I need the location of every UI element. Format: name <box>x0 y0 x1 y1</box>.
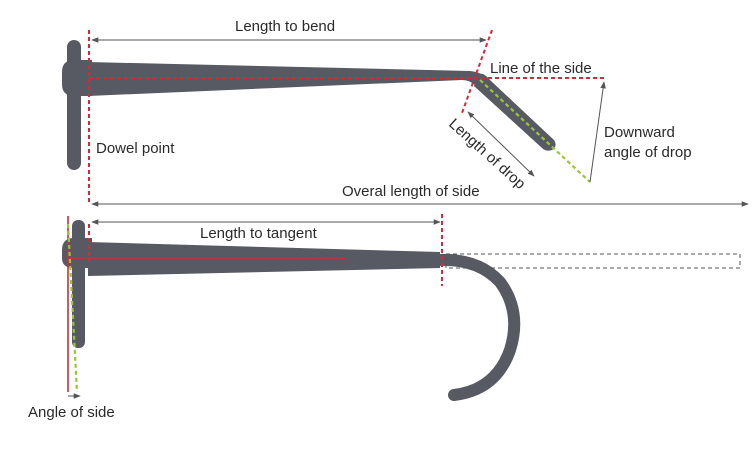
angle-of-side-line <box>66 223 79 393</box>
downward-angle-arrow <box>589 81 606 183</box>
length-to-tangent-label: Length to tangent <box>200 225 318 242</box>
bottom-side-curl <box>432 253 521 401</box>
bottom-side-temple <box>88 242 440 276</box>
bottom-hinge-block <box>62 238 92 268</box>
line-of-side-label: Line of the side <box>490 60 592 77</box>
angle-of-side-label: Angle of side <box>28 404 115 421</box>
top-figure: Length to bend Line of the side Dowel po… <box>62 18 692 205</box>
length-to-bend-label: Length to bend <box>235 18 335 35</box>
dowel-point-label: Dowel point <box>96 140 175 157</box>
overall-length-dimension: Overal length of side <box>91 183 749 207</box>
bend-point-marker <box>461 29 493 114</box>
top-hinge-block <box>62 60 92 96</box>
downward-angle-label-line1: Downward <box>604 124 675 141</box>
length-of-drop-label: Length of drop <box>445 115 528 192</box>
downward-angle-label-line2: angle of drop <box>604 144 692 161</box>
overall-length-label: Overal length of side <box>342 183 480 200</box>
straightened-side-outline <box>445 253 741 269</box>
bottom-figure: Length to tangent Angle of side <box>28 214 741 421</box>
length-of-drop-arrow <box>467 111 535 177</box>
top-frame-rim <box>67 40 81 170</box>
